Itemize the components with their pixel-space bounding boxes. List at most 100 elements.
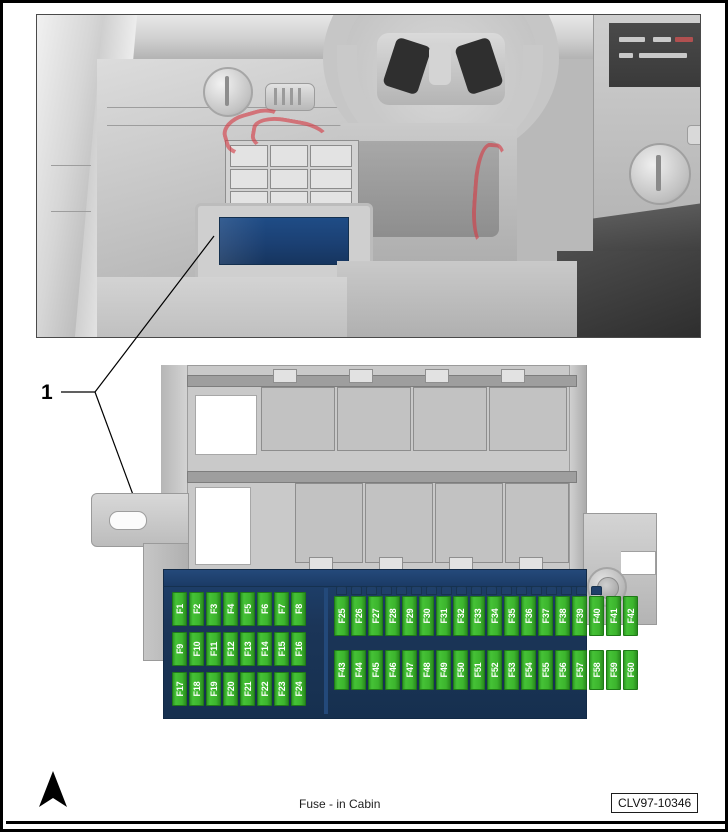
fuse-f47[interactable]: F47: [402, 650, 417, 690]
fuse-f52[interactable]: F52: [487, 650, 502, 690]
fuse-f26[interactable]: F26: [351, 596, 366, 636]
fuse-f6[interactable]: F6: [257, 592, 272, 626]
fuse-f51[interactable]: F51: [470, 650, 485, 690]
fuse-f35[interactable]: F35: [504, 596, 519, 636]
fuse-f22[interactable]: F22: [257, 672, 272, 706]
fuse-f2[interactable]: F2: [189, 592, 204, 626]
fuse-label: F25: [336, 608, 347, 624]
headlight-switch-knob: [203, 67, 253, 117]
fuse-f11[interactable]: F11: [206, 632, 221, 666]
reference-code: CLV97-10346: [611, 793, 699, 813]
fuse-clip: [411, 586, 422, 595]
fuse-f40[interactable]: F40: [589, 596, 604, 636]
fuse-f1[interactable]: F1: [172, 592, 187, 626]
fuse-f36[interactable]: F36: [521, 596, 536, 636]
fuse-clip: [486, 586, 497, 595]
fuse-label: F41: [608, 608, 619, 624]
fuse-f21[interactable]: F21: [240, 672, 255, 706]
fuse-f49[interactable]: F49: [436, 650, 451, 690]
bracket-notch: [621, 551, 656, 575]
fuse-f19[interactable]: F19: [206, 672, 221, 706]
connector-block: [337, 387, 411, 451]
fuse-clip: [381, 586, 392, 595]
connector-block: [435, 483, 503, 563]
fuse-label: F42: [625, 608, 636, 624]
fuse-f23[interactable]: F23: [274, 672, 289, 706]
fuse-label: F60: [625, 662, 636, 678]
fuse-f37[interactable]: F37: [538, 596, 553, 636]
fuse-f45[interactable]: F45: [368, 650, 383, 690]
fuse-f29[interactable]: F29: [402, 596, 417, 636]
fuse-label: F53: [506, 662, 517, 678]
fuse-f3[interactable]: F3: [206, 592, 221, 626]
fuse-f57[interactable]: F57: [572, 650, 587, 690]
fuse-f56[interactable]: F56: [555, 650, 570, 690]
fuse-label: F17: [174, 681, 185, 697]
fuse-f48[interactable]: F48: [419, 650, 434, 690]
fuse-f55[interactable]: F55: [538, 650, 553, 690]
fuse-label: F45: [370, 662, 381, 678]
fuse-f27[interactable]: F27: [368, 596, 383, 636]
fuse-label: F6: [259, 603, 270, 615]
fuse-label: F8: [293, 603, 304, 615]
fuse-f4[interactable]: F4: [223, 592, 238, 626]
callout-number-1: 1: [41, 381, 53, 404]
fuse-f7[interactable]: F7: [274, 592, 289, 626]
fuse-f50[interactable]: F50: [453, 650, 468, 690]
fuse-f54[interactable]: F54: [521, 650, 536, 690]
fuse-label: F22: [259, 681, 270, 697]
fuse-f43[interactable]: F43: [334, 650, 349, 690]
fuse-f32[interactable]: F32: [453, 596, 468, 636]
fuse-clip: [441, 586, 452, 595]
fuse-f41[interactable]: F41: [606, 596, 621, 636]
fuse-label: F44: [353, 662, 364, 678]
fuse-f9[interactable]: F9: [172, 632, 187, 666]
connector-block: [295, 483, 363, 563]
fuse-label: F18: [191, 681, 202, 697]
fuse-f42[interactable]: F42: [623, 596, 638, 636]
fuse-f17[interactable]: F17: [172, 672, 187, 706]
fuse-f44[interactable]: F44: [351, 650, 366, 690]
fuse-f31[interactable]: F31: [436, 596, 451, 636]
forward-arrow-icon: [39, 771, 67, 807]
fuse-f25[interactable]: F25: [334, 596, 349, 636]
fuse-f5[interactable]: F5: [240, 592, 255, 626]
connector-block: [489, 387, 567, 451]
fuse-f12[interactable]: F12: [223, 632, 238, 666]
fuse-f46[interactable]: F46: [385, 650, 400, 690]
fuse-f16[interactable]: F16: [291, 632, 306, 666]
fuse-label: F10: [191, 641, 202, 657]
fuse-f60[interactable]: F60: [623, 650, 638, 690]
fuse-f13[interactable]: F13: [240, 632, 255, 666]
fuse-label: F7: [276, 603, 287, 615]
fuse-f30[interactable]: F30: [419, 596, 434, 636]
fuse-clip: [531, 586, 542, 595]
fuse-label: F47: [404, 662, 415, 678]
fuse-f34[interactable]: F34: [487, 596, 502, 636]
fuse-f14[interactable]: F14: [257, 632, 272, 666]
fuse-label: F27: [370, 608, 381, 624]
fuse-f53[interactable]: F53: [504, 650, 519, 690]
fuse-f39[interactable]: F39: [572, 596, 587, 636]
fuse-f58[interactable]: F58: [589, 650, 604, 690]
fuse-f15[interactable]: F15: [274, 632, 289, 666]
fuse-f38[interactable]: F38: [555, 596, 570, 636]
highlight-gloss: [220, 218, 266, 264]
fuse-label: F39: [574, 608, 585, 624]
console-lower-trim: [557, 251, 700, 337]
fuse-label: F15: [276, 641, 287, 657]
fuse-f33[interactable]: F33: [470, 596, 485, 636]
fuse-f18[interactable]: F18: [189, 672, 204, 706]
fuse-label: F11: [208, 641, 219, 657]
fuse-f24[interactable]: F24: [291, 672, 306, 706]
latch-tab: [273, 369, 297, 383]
fuse-f28[interactable]: F28: [385, 596, 400, 636]
dashboard-installation-photo: [36, 14, 701, 338]
fuse-f8[interactable]: F8: [291, 592, 306, 626]
fuse-clip: [591, 586, 602, 595]
fuse-label: F52: [489, 662, 500, 678]
fuse-f59[interactable]: F59: [606, 650, 621, 690]
fuse-f10[interactable]: F10: [189, 632, 204, 666]
fuse-f20[interactable]: F20: [223, 672, 238, 706]
